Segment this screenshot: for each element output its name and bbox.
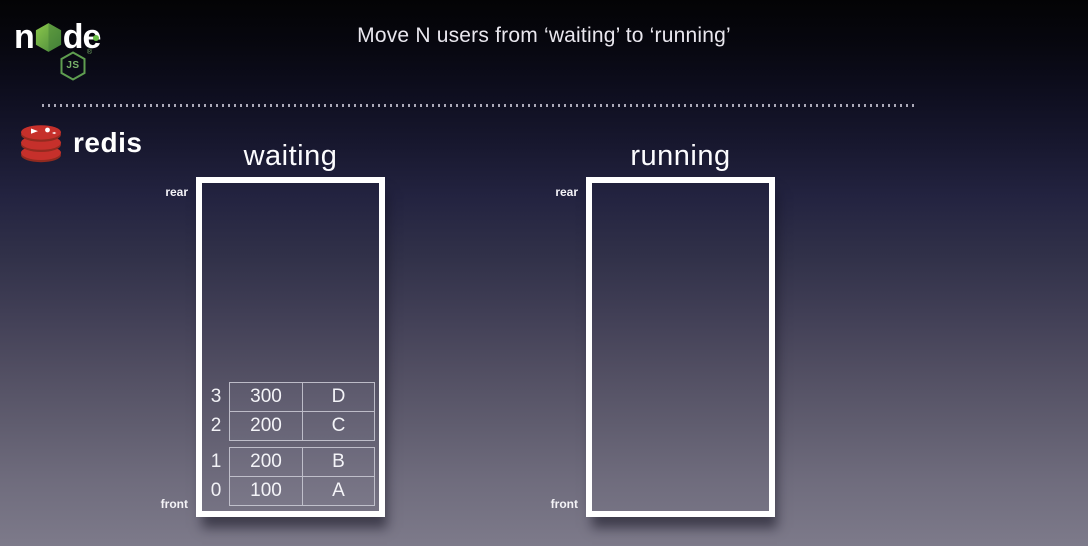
nodejs-wordmark: n de (14, 20, 134, 54)
front-label: front (160, 497, 188, 511)
dotted-divider (42, 104, 917, 107)
node-hexagon-icon (35, 22, 61, 52)
row-index: 0 (210, 480, 222, 501)
score-cell: 200 (230, 412, 303, 441)
redis-logo: redis (18, 122, 142, 164)
front-label: front (550, 497, 578, 511)
score-cell: 200 (230, 448, 303, 477)
redis-icon (21, 125, 61, 163)
member-cell: C (303, 412, 375, 441)
row-index: 2 (210, 415, 222, 436)
queue-running-title: running (630, 140, 731, 172)
member-cell: B (303, 448, 375, 477)
redis-label: redis (73, 127, 143, 158)
row-index: 1 (210, 451, 222, 472)
nodejs-letters-de: de (63, 20, 105, 54)
rear-label: rear (165, 185, 188, 199)
score-cell: 100 (230, 477, 303, 506)
member-cell: A (303, 477, 375, 506)
member-cell: D (303, 383, 375, 412)
queue-running: running rear front (551, 140, 775, 517)
js-badge-label: JS (66, 60, 80, 71)
nodejs-letter-n: n (14, 18, 35, 56)
slide-title: Move N users from ‘waiting’ to ‘running’ (357, 24, 731, 47)
nodejs-logo: n de JS ® (14, 20, 134, 83)
js-hexagon-icon (60, 51, 86, 81)
row-index: 3 (210, 386, 222, 407)
score-cell: 300 (230, 383, 303, 412)
queue-waiting-title: waiting (243, 140, 338, 172)
nodejs-js-badge: JS ® (60, 49, 92, 83)
registered-trademark: ® (86, 49, 92, 56)
rear-label: rear (555, 185, 578, 199)
queue-running-box (586, 177, 775, 517)
